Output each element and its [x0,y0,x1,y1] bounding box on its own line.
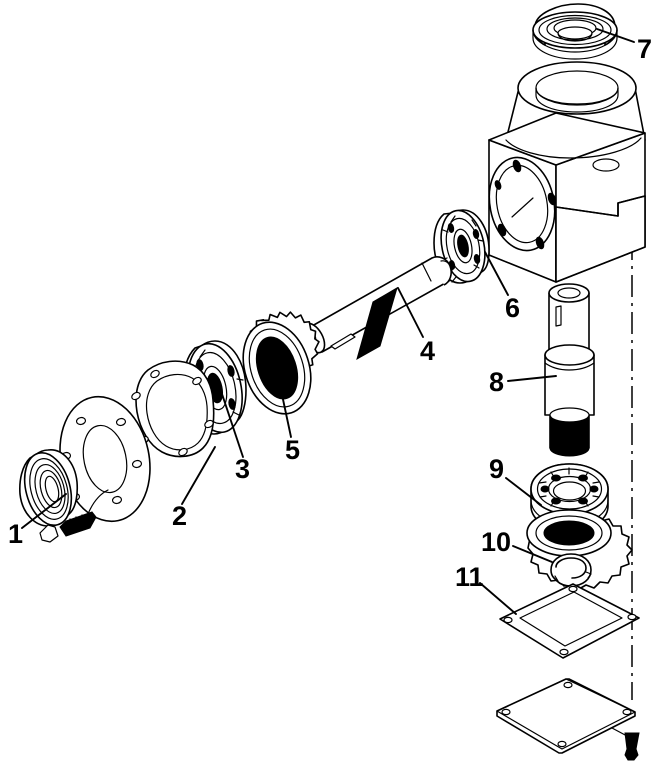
vertical-shaft [544,283,595,457]
bearing-cap-flange [59,395,151,523]
callout-label-11: 11 [455,562,484,592]
flange-gasket [131,360,215,458]
leader-9 [505,477,542,506]
leader-5 [280,389,292,438]
bolt-left [39,489,109,543]
callout-label-8: 8 [489,367,504,397]
cover-plate [496,678,636,754]
bolt-bottom-right [611,727,640,761]
callout-label-3: 3 [235,454,250,484]
callout-label-9: 9 [489,454,504,484]
leader-7 [596,28,635,43]
leader-8 [507,375,557,382]
ball-bearing-housing [433,209,490,284]
leader-4 [397,287,424,338]
oil-seal-top [532,3,618,60]
callout-label-5: 5 [285,435,300,465]
cover-gasket [499,583,640,659]
callout-label-7: 7 [637,34,652,64]
callout-label-4: 4 [420,336,435,366]
leader-11 [479,582,517,615]
lock-washer-left [242,311,320,415]
leader-2 [181,446,216,505]
callout-label-10: 10 [481,527,511,557]
callout-group: 1 2 3 4 5 6 7 8 9 10 11 [8,28,652,615]
callout-label-6: 6 [505,293,520,323]
callout-label-2: 2 [172,501,187,531]
leader-1 [21,493,67,529]
leader-3 [221,393,244,458]
gearbox-housing [488,61,646,283]
oil-seal-ring [19,449,79,527]
retaining-ring [550,553,592,587]
leader-10 [512,545,553,563]
leader-6 [484,251,509,296]
callout-label-1: 1 [8,519,23,549]
